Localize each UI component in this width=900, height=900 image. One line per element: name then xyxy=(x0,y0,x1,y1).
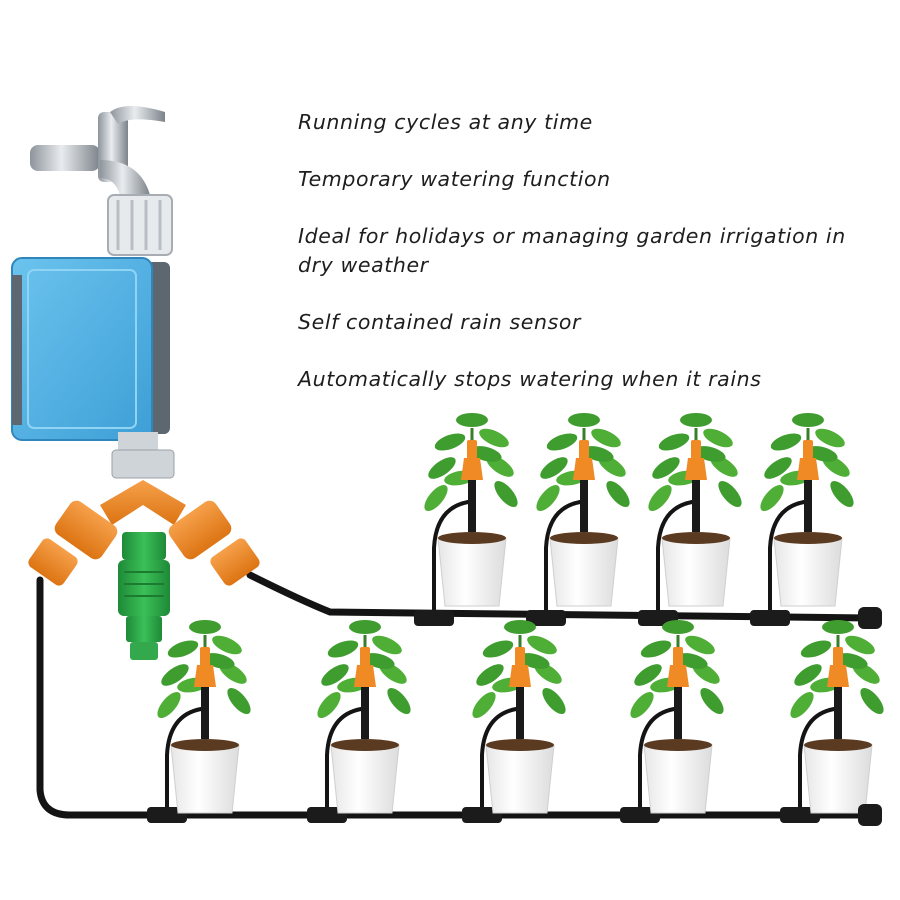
feature-item-holidays: Ideal for holidays or managing garden ir… xyxy=(298,224,846,277)
potted-plant-t3 xyxy=(638,413,742,626)
top-row-plants xyxy=(414,413,882,629)
tube-end-cap-bottom xyxy=(858,804,882,826)
feature-item-running-cycles: Running cycles at any time xyxy=(298,110,593,134)
y-splitter xyxy=(28,449,260,586)
potted-plant-t1 xyxy=(414,413,518,626)
feature-list: Running cycles at any time Temporary wat… xyxy=(298,108,878,422)
garden-faucet xyxy=(30,106,173,256)
potted-plant-b4 xyxy=(620,620,724,823)
potted-plant-t2 xyxy=(526,413,630,626)
potted-plant-t4 xyxy=(750,413,854,626)
potted-plant-b5 xyxy=(780,620,884,823)
water-timer xyxy=(11,257,170,454)
feature-item-rain-sensor: Self contained rain sensor xyxy=(298,310,582,334)
quick-connector xyxy=(118,532,170,660)
tube-end-cap-top xyxy=(858,607,882,629)
drip-tubing xyxy=(36,571,874,819)
feature-item-auto-stop: Automatically stops watering when it rai… xyxy=(298,367,762,391)
feature-item-temporary-watering: Temporary watering function xyxy=(298,167,611,191)
potted-plant-b1 xyxy=(147,620,251,823)
bottom-row-plants xyxy=(147,620,884,826)
potted-plant-b3 xyxy=(462,620,566,823)
potted-plant-b2 xyxy=(307,620,411,823)
